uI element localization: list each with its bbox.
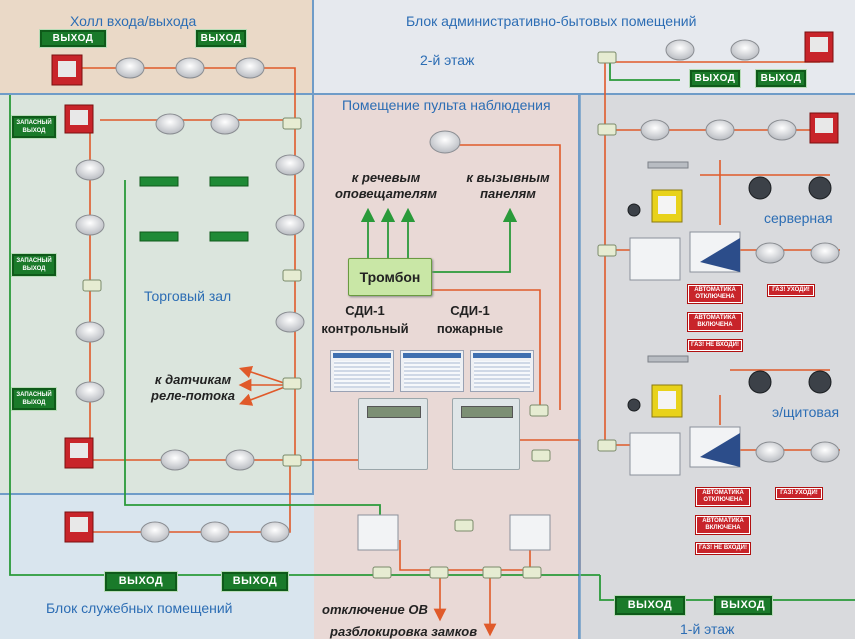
auto-off-board: АВТОМАТИКА ОТКЛЮЧЕНА (688, 285, 742, 303)
ov-off-label: отключение ОВ (322, 602, 428, 617)
gas-leave-board: ГАЗ! УХОДИ! (768, 285, 814, 296)
sales-hall-title: Торговый зал (144, 288, 232, 304)
service-block-title: Блок служебных помещений (46, 600, 233, 616)
to-call-panels-label: к вызывным панелям (466, 170, 550, 201)
auto-off-board: АВТОМАТИКА ОТКЛЮЧЕНА (696, 488, 750, 506)
exit-sign: ВЫХОД (615, 596, 685, 615)
exit-sign: ВЫХОД (690, 70, 740, 87)
sdi-fire-label: СДИ-1 пожарные (436, 303, 504, 336)
exit-sign: ВЫХОД (105, 572, 177, 591)
emergency-exit-sign: ЗАПАСНЫЙ ВЫХОД (12, 388, 56, 410)
electrical-room-label: э/щитовая (772, 404, 840, 420)
sdi-control-label: СДИ-1 контрольный (321, 303, 409, 336)
floor1-label: 1-й этаж (680, 621, 735, 637)
exit-sign: ВЫХОД (40, 30, 106, 47)
sdi-display-2[interactable] (400, 350, 464, 392)
auto-on-board: АВТОМАТИКА ВКЛЮЧЕНА (688, 313, 742, 331)
gas-detector-icon[interactable] (627, 176, 832, 412)
emergency-exit-sign: ЗАПАСНЫЙ ВЫХОД (12, 254, 56, 276)
power-supply-icon[interactable] (357, 231, 741, 551)
zone-service-block (0, 493, 314, 639)
entrance-hall-title: Холл входа/выхода (70, 13, 197, 29)
manual-call-point-icon[interactable] (51, 31, 839, 543)
gas-leave-board: ГАЗ! УХОДИ! (776, 488, 822, 499)
exit-sign: ВЫХОД (756, 70, 806, 87)
relay-module-icon[interactable] (82, 51, 617, 579)
smoke-detector-icon[interactable] (75, 39, 840, 543)
emergency-exit-sign: ЗАПАСНЫЙ ВЫХОД (12, 116, 56, 138)
to-speech-notifiers-label: к речевым оповещателям (334, 170, 438, 201)
exit-sign: ВЫХОД (222, 572, 288, 591)
exit-sign: ВЫХОД (714, 596, 772, 615)
gas-no-entry-board: ГАЗ! НЕ ВХОДИ! (696, 543, 750, 554)
gas-no-entry-board: ГАЗ! НЕ ВХОДИ! (688, 340, 742, 351)
zone-sales-hall (0, 95, 314, 493)
control-room-title: Помещение пульта наблюдения (342, 97, 551, 113)
control-panel-fire[interactable] (452, 398, 520, 470)
exit-sign: ВЫХОД (196, 30, 246, 47)
admin-block-title: Блок административно-бытовых помещений (406, 13, 697, 29)
exit-lamp-icon (139, 176, 249, 242)
server-room-label: серверная (764, 210, 833, 226)
to-flow-relay-label: к датчикам реле-потока (151, 372, 235, 403)
unlock-label: разблокировка замков (330, 624, 478, 639)
sdi-display-3[interactable] (470, 350, 534, 392)
auto-on-board: АВТОМАТИКА ВКЛЮЧЕНА (696, 516, 750, 534)
trombon-box[interactable]: Тромбон (348, 258, 432, 296)
floor2-label: 2-й этаж (420, 52, 475, 68)
control-panel-main[interactable] (358, 398, 428, 470)
sdi-display-1[interactable] (330, 350, 394, 392)
